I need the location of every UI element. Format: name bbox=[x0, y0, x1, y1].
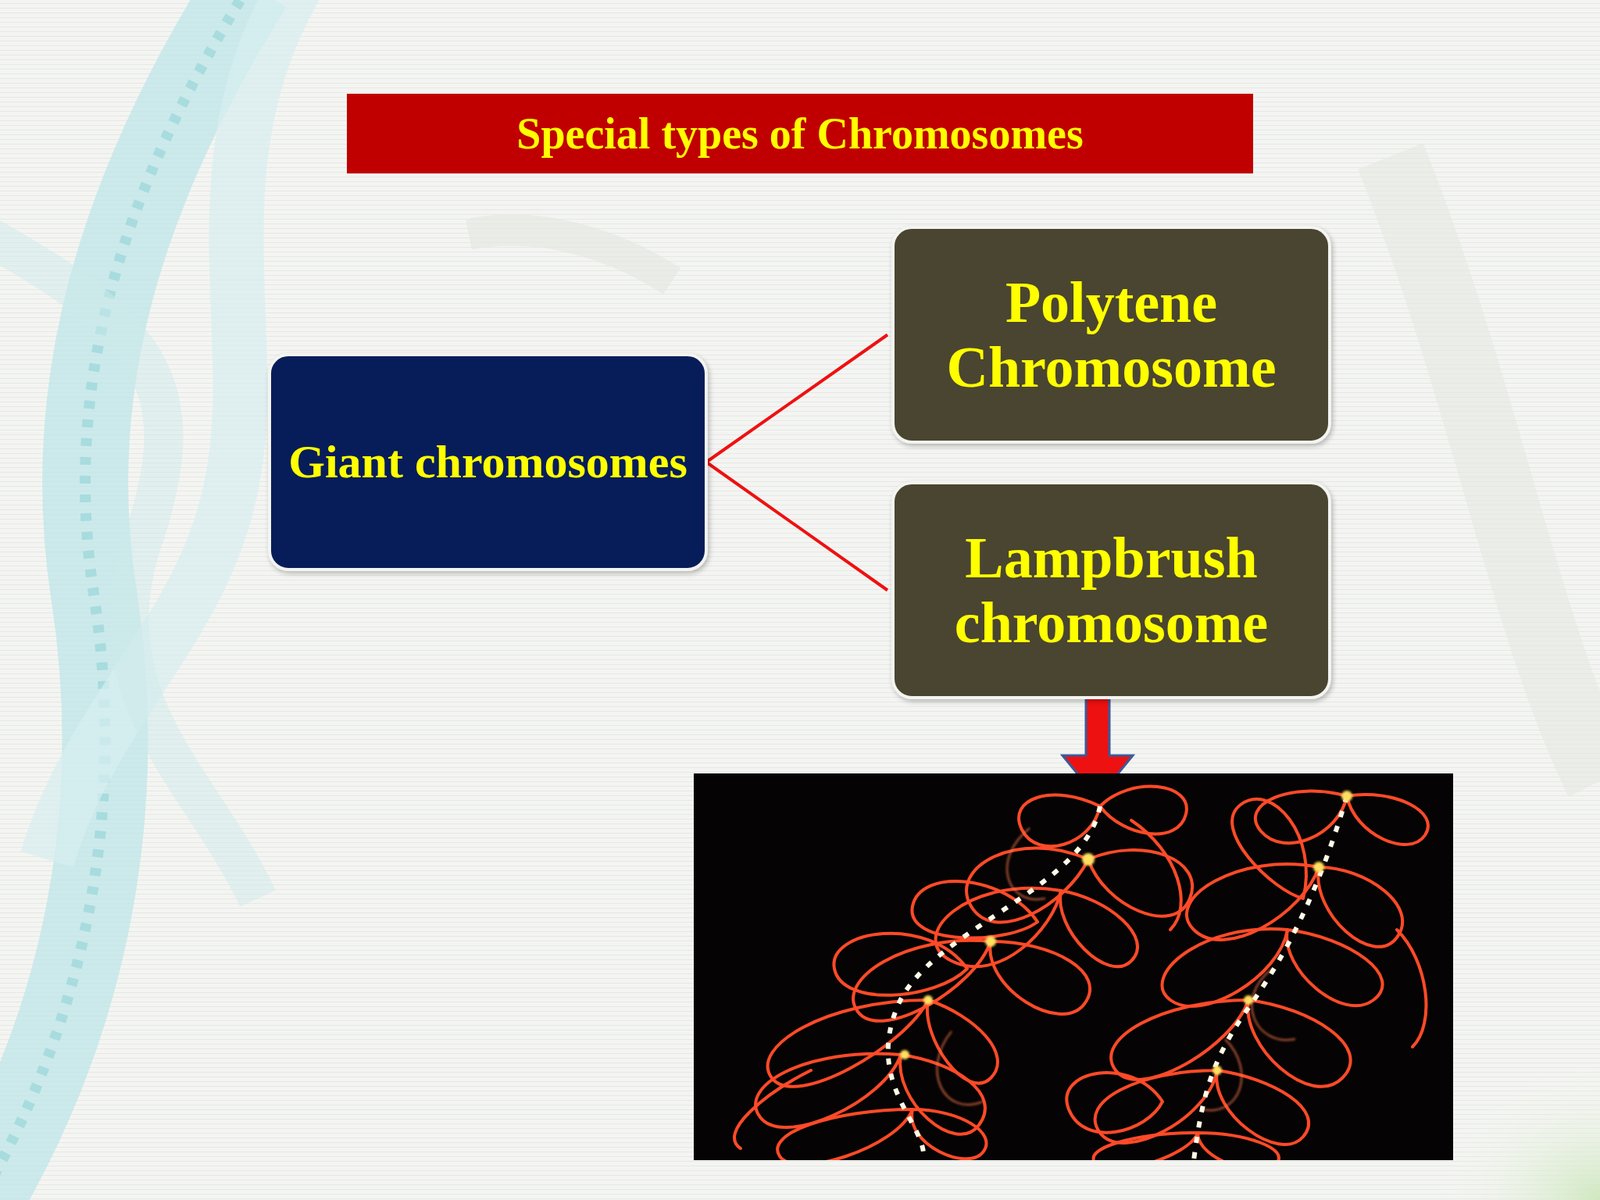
node-label: Polytene Chromosome bbox=[910, 270, 1313, 400]
node-label: Giant chromosomes bbox=[288, 435, 688, 489]
category-box: Giant chromosomes bbox=[267, 353, 708, 572]
node-label: Lampbrush chromosome bbox=[910, 525, 1313, 656]
type-box: Polytene Chromosome bbox=[891, 225, 1332, 444]
title-band: Special types of Chromosomes bbox=[346, 93, 1254, 174]
slide-title: Special types of Chromosomes bbox=[516, 108, 1083, 159]
type-box: Lampbrush chromosome bbox=[891, 481, 1332, 700]
lampbrush-micrograph bbox=[693, 773, 1454, 1161]
branch-line bbox=[706, 335, 888, 463]
branch-line bbox=[706, 462, 888, 591]
